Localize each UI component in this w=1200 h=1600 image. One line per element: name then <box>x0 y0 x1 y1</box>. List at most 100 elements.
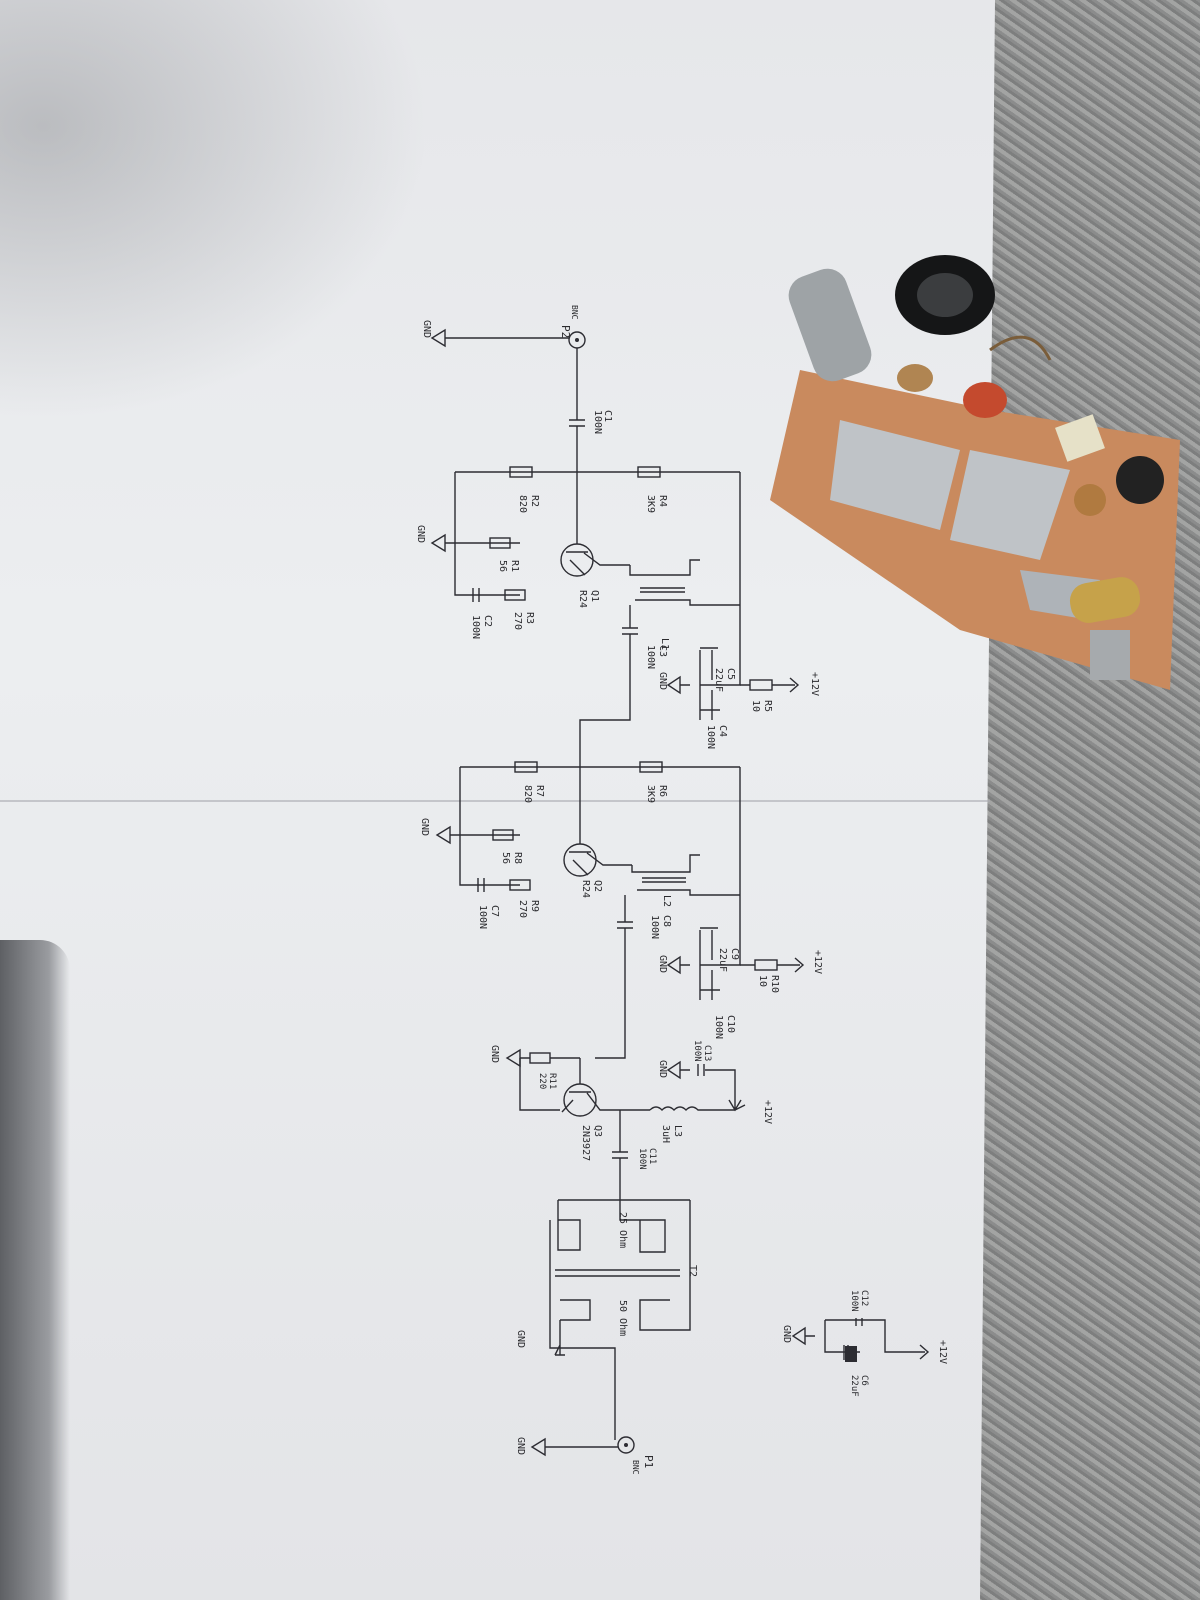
t2-sec: 25 Ohm <box>617 1212 628 1248</box>
p2-ref: P2 <box>559 325 572 338</box>
capacitor-c6-body <box>845 1346 857 1362</box>
inductor-l1 <box>629 559 740 606</box>
r5-val: 10 <box>750 700 761 712</box>
r3-ref: R3 <box>524 612 535 624</box>
resistor-r7 <box>514 761 538 773</box>
r7-val: 820 <box>522 785 533 803</box>
transistor-q1 <box>560 480 630 577</box>
transistor-q3 <box>561 1058 650 1117</box>
shadow-hand <box>0 940 70 1600</box>
metal-workbench <box>970 0 1200 1600</box>
circuit-board-photo <box>770 255 1180 690</box>
c9-val: 22uF <box>717 948 728 972</box>
q3-ref: Q3 <box>592 1125 603 1137</box>
vcc-label-1: +12V <box>809 672 820 696</box>
resistor-r11 <box>529 1052 551 1064</box>
vcc-label-3: +12V <box>762 1100 773 1124</box>
r10-ref: R10 <box>769 975 780 993</box>
r3-val: 270 <box>512 612 523 630</box>
r9-ref: R9 <box>529 900 540 912</box>
l3-val: 3uH <box>660 1125 671 1143</box>
r2-val: 820 <box>517 495 528 513</box>
c4-val: 100N <box>705 725 716 749</box>
r11-val: 220 <box>537 1073 547 1089</box>
p2-type: BNC <box>570 305 579 320</box>
inductor-l2 <box>631 854 740 896</box>
c1-ref: C1 <box>602 410 613 422</box>
r1-val: 56 <box>497 560 508 572</box>
r4-ref: R4 <box>657 495 668 507</box>
shadow-top <box>0 0 430 420</box>
connector-p2: P2 BNC <box>559 305 586 349</box>
c10-ref: C10 <box>725 1015 736 1033</box>
c8-val: 100N <box>649 915 660 939</box>
r4-val: 3K9 <box>645 495 656 513</box>
p1-ref: P1 <box>642 1455 655 1468</box>
c13-ref: C13 <box>702 1045 712 1061</box>
gnd-label-3: GND <box>657 672 668 690</box>
c7-val: 100N <box>477 905 488 929</box>
r1-ref: R1 <box>509 560 520 572</box>
gnd-label-5: GND <box>657 955 668 973</box>
gnd-label-7: GND <box>657 1060 668 1078</box>
resistor-r1 <box>489 537 511 549</box>
r7-ref: R7 <box>534 785 545 797</box>
t2-pri: 50 Ohm <box>617 1300 628 1336</box>
c8-ref: C8 <box>661 915 672 927</box>
c7-ref: C7 <box>489 905 500 917</box>
paper-fold <box>0 800 990 802</box>
resistor-r4 <box>637 466 661 478</box>
r8-ref: R8 <box>512 852 523 864</box>
c1-val: 100N <box>592 410 603 434</box>
gnd-label-8: GND <box>515 1330 526 1348</box>
transformer-t2 <box>549 1199 691 1440</box>
gnd-label-6: GND <box>489 1045 500 1063</box>
vcc-label-2: +12V <box>812 950 823 974</box>
r6-val: 3K9 <box>645 785 656 803</box>
q2-val: R24 <box>580 880 591 898</box>
c12-ref: C12 <box>859 1290 869 1306</box>
c3-val: 100N <box>645 645 656 669</box>
q2-ref: Q2 <box>592 880 603 892</box>
r8-val: 56 <box>500 852 511 864</box>
r10-val: 10 <box>757 975 768 987</box>
p1-type: BNC <box>631 1460 640 1475</box>
q3-val: 2N3927 <box>580 1125 591 1161</box>
resistor-r3 <box>504 589 526 601</box>
c3-ref: C3 <box>657 645 668 657</box>
l3-ref: L3 <box>672 1125 683 1137</box>
resistor-r10 <box>754 959 778 971</box>
resistor-r2 <box>509 466 533 478</box>
gnd-label-4: GND <box>419 818 430 836</box>
resistor-r6 <box>639 761 663 773</box>
r5-ref: R5 <box>762 700 773 712</box>
c6-ref: C6 <box>859 1375 869 1386</box>
gnd-label-9: GND <box>515 1437 526 1455</box>
vcc-label-4: +12V <box>937 1340 948 1364</box>
r9-val: 270 <box>517 900 528 918</box>
c10-val: 100N <box>713 1015 724 1039</box>
r6-ref: R6 <box>657 785 668 797</box>
transistor-q2 <box>563 767 632 877</box>
resistor-r9 <box>509 879 531 891</box>
c6-val: 22uF <box>849 1375 859 1397</box>
r2-ref: R2 <box>529 495 540 507</box>
c5-ref: C5 <box>725 668 736 680</box>
c5-val: 22uF <box>713 668 724 692</box>
c11-val: 100N <box>637 1148 647 1170</box>
t2-ref: T2 <box>687 1265 698 1277</box>
c2-val: 100N <box>470 615 481 639</box>
l2-ref: L2 <box>661 895 672 907</box>
l1-ref: L1 <box>659 638 670 650</box>
c9-ref: C9 <box>729 948 740 960</box>
q1-ref: Q1 <box>589 590 600 602</box>
resistor-r8 <box>492 829 514 841</box>
gnd-label-1: GND <box>421 320 432 338</box>
c2-ref: C2 <box>482 615 493 627</box>
resistor-r5 <box>749 679 773 691</box>
c13-val: 100N <box>692 1040 702 1062</box>
gnd-label-10: GND <box>781 1325 792 1343</box>
gnd-label-2: GND <box>415 525 426 543</box>
q1-val: R24 <box>577 590 588 608</box>
